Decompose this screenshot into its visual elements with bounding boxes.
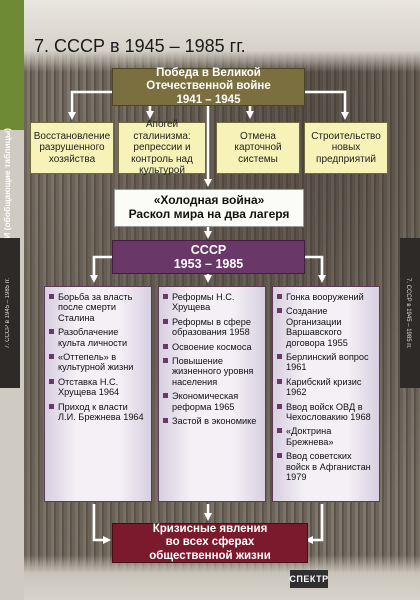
list-item: «Оттепель» в культурной жизни bbox=[49, 352, 147, 373]
crisis-node: Кризисные явления во всех сферах обществ… bbox=[112, 523, 308, 563]
consequence-stalinism: Апогей сталинизма: репрессии и контроль … bbox=[118, 119, 206, 177]
list-item: Гонка вооружений bbox=[277, 292, 375, 302]
list-item: Освоение космоса bbox=[163, 342, 261, 352]
victory-line3: 1941 – 1945 bbox=[176, 93, 241, 106]
list-item: Отставка Н.С. Хрущева 1964 bbox=[49, 377, 147, 398]
ussr-line2: 1953 – 1985 bbox=[173, 257, 244, 271]
list-item: Борьба за власть после смерти Сталина bbox=[49, 292, 147, 323]
list-item: Реформы в сфере образования 1958 bbox=[163, 317, 261, 338]
list-item: Создание Организации Варшавского договор… bbox=[277, 306, 375, 348]
ussr-node: СССР 1953 – 1985 bbox=[112, 240, 305, 274]
consequence-label: Строительство новых предприятий bbox=[311, 130, 381, 165]
victory-line2: Отечественной войне bbox=[146, 80, 271, 93]
cold-war-node: «Холодная война» Раскол мира на два лаге… bbox=[114, 189, 304, 227]
list-item: Карибский кризис 1962 bbox=[277, 377, 375, 398]
crisis-line1: Кризисные явления bbox=[152, 523, 268, 536]
column-foreign-policy: Гонка вооружений Создание Организации Ва… bbox=[272, 286, 380, 502]
page-title: 7. СССР в 1945 – 1985 гг. bbox=[34, 36, 246, 56]
list-item: Экономическая реформа 1965 bbox=[163, 391, 261, 412]
right-page-code: 7. СССР в 1945 – 1985 гг. bbox=[405, 278, 411, 349]
series-band bbox=[0, 0, 24, 130]
list-item: Ввод войск ОВД в Чехословакию 1968 bbox=[277, 402, 375, 423]
publisher-logo: СПЕКТР bbox=[289, 570, 328, 588]
list-item: Берлинский вопрос 1961 bbox=[277, 352, 375, 373]
consequence-label: Восстановление разрушенного хозяйства bbox=[33, 130, 111, 165]
list-item: Разоблачение культа личности bbox=[49, 327, 147, 348]
list-item: Повышение жизненного уровня населения bbox=[163, 356, 261, 387]
cold-war-line1: «Холодная война» bbox=[153, 193, 265, 208]
background-top-fade bbox=[24, 0, 420, 72]
consequence-restoration: Восстановление разрушенного хозяйства bbox=[30, 122, 114, 174]
consequence-label: Апогей сталинизма: репрессии и контроль … bbox=[131, 119, 193, 177]
column-reforms: Реформы Н.С. Хрущева Реформы в сфере обр… bbox=[158, 286, 266, 502]
crisis-line2: во всех сферах bbox=[165, 536, 255, 549]
list-item: «Доктрина Брежнева» bbox=[277, 426, 375, 447]
column-internal-politics: Борьба за власть после смерти Сталина Ра… bbox=[44, 286, 152, 502]
consequence-construction: Строительство новых предприятий bbox=[304, 122, 388, 174]
list-item: Приход к власти Л.И. Брежнева 1964 bbox=[49, 402, 147, 423]
victory-node: Победа в Великой Отечественной войне 194… bbox=[112, 67, 305, 106]
victory-line1: Победа в Великой bbox=[156, 67, 261, 80]
consequence-label: Отмена карточной системы bbox=[234, 130, 282, 165]
left-page-tab: 7. СССР в 1945 – 1985 гг. bbox=[0, 238, 20, 388]
consequence-ration-cancel: Отмена карточной системы bbox=[216, 122, 300, 174]
right-page-tab: 7. СССР в 1945 – 1985 гг. bbox=[400, 238, 420, 388]
list-item: Застой в экономике bbox=[163, 416, 261, 426]
crisis-line3: общественной жизни bbox=[149, 549, 271, 562]
ussr-line1: СССР bbox=[190, 242, 227, 257]
cold-war-line2: Раскол мира на два лагеря bbox=[128, 207, 290, 221]
list-item: Ввод советских войск в Афганистан 1979 bbox=[277, 451, 375, 482]
list-item: Реформы Н.С. Хрущева bbox=[163, 292, 261, 313]
